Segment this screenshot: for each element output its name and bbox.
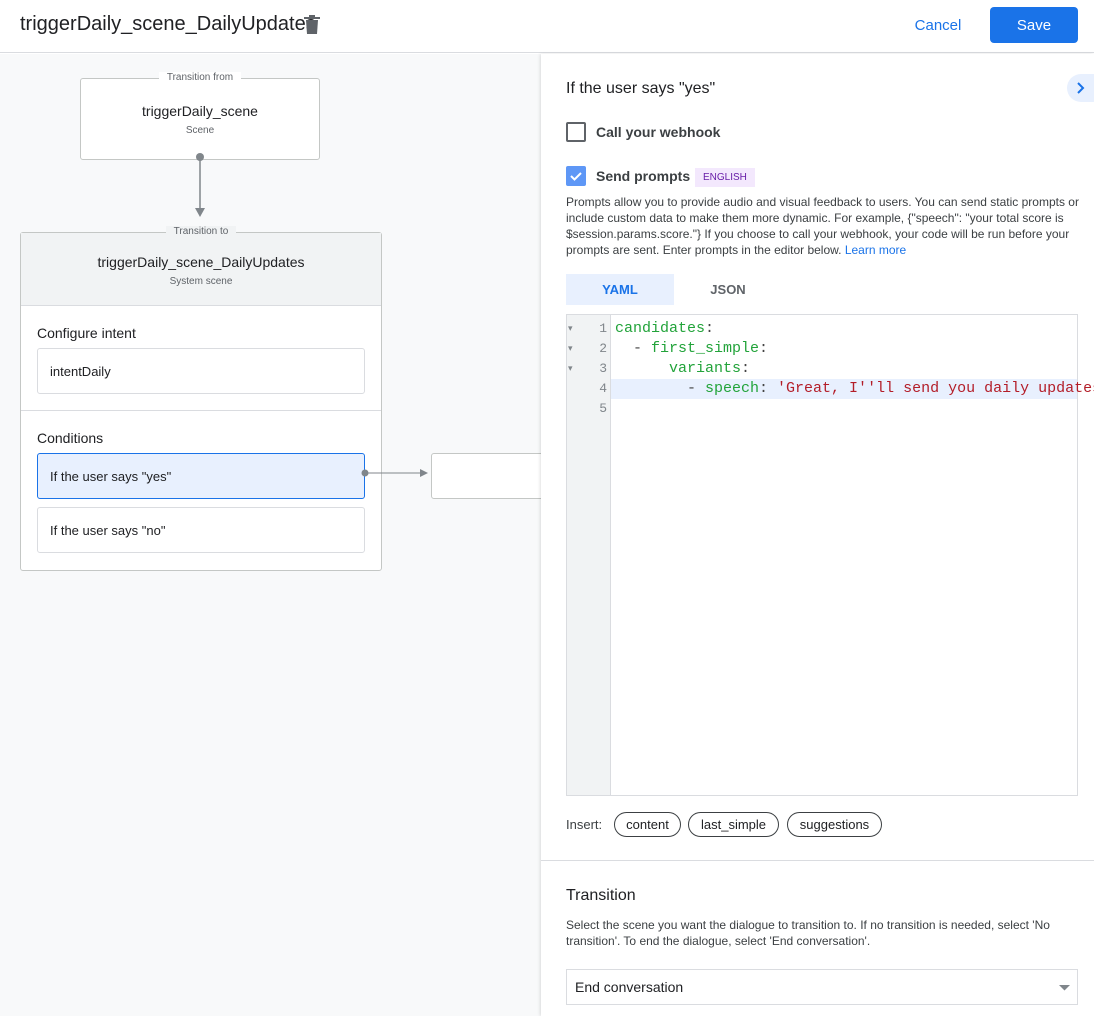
code-line[interactable]: ▾ 2 - first_simple: <box>567 339 1077 359</box>
configure-intent-label: Configure intent <box>37 325 136 341</box>
side-panel <box>541 54 1094 1016</box>
line-number: 1 <box>599 321 607 336</box>
prompts-description: Prompts allow you to provide audio and v… <box>566 194 1081 258</box>
divider <box>541 860 1094 861</box>
page-title: triggerDaily_scene_DailyUpdates <box>20 13 316 35</box>
condition-yes[interactable]: If the user says "yes" <box>37 453 365 499</box>
check-icon <box>570 172 582 181</box>
node-type: System scene <box>169 276 233 287</box>
code-key: speech <box>705 380 760 397</box>
condition-connector <box>361 469 428 477</box>
code-indent <box>615 360 669 377</box>
target-node[interactable] <box>431 453 551 499</box>
tab-yaml[interactable]: YAML <box>566 274 674 305</box>
line-number: 3 <box>599 361 607 376</box>
cancel-button[interactable]: Cancel <box>900 8 976 42</box>
code-key: first_simple <box>651 340 760 357</box>
tab-json[interactable]: JSON <box>710 282 746 297</box>
learn-more-link[interactable]: Learn more <box>844 243 907 257</box>
transition-select[interactable]: End conversation <box>566 969 1078 1005</box>
transition-to-node: Transition to triggerDaily_scene_DailyUp… <box>20 226 382 571</box>
transition-description: Select the scene you want the dialogue t… <box>566 918 1050 948</box>
code-key: variants <box>669 360 742 377</box>
language-badge: ENGLISH <box>695 168 755 187</box>
code-colon: : <box>759 380 769 397</box>
code-indent: - <box>615 380 706 397</box>
save-button[interactable]: Save <box>990 7 1078 43</box>
conditions-label: Conditions <box>37 430 104 446</box>
insert-chip-last-simple[interactable]: last_simple <box>688 812 779 837</box>
prompts-checkbox[interactable] <box>566 166 586 186</box>
trash-icon[interactable] <box>303 15 321 35</box>
connector-arrow <box>195 153 205 217</box>
top-bar: triggerDaily_scene_DailyUpdates Cancel S… <box>0 0 1094 53</box>
code-line[interactable]: ▾ 1 candidates: <box>567 319 1077 339</box>
description-text: Prompts allow you to provide audio and v… <box>566 195 1079 257</box>
code-editor[interactable]: ▾ 1 candidates: ▾ 2 - first_simple: ▾ 3 varian… <box>566 314 1094 796</box>
webhook-checkbox[interactable] <box>566 122 586 142</box>
chevron-right-icon <box>1077 82 1085 94</box>
line-number: 4 <box>599 381 607 396</box>
node-name: triggerDaily_scene <box>142 103 258 119</box>
node-type: Scene <box>185 125 215 136</box>
node-name: triggerDaily_scene_DailyUpdates <box>97 254 305 270</box>
code-colon: : <box>741 360 751 377</box>
transition-selected-value: End conversation <box>575 979 684 995</box>
panel-title: If the user says "yes" <box>566 80 716 97</box>
fold-arrow-icon: ▾ <box>568 344 573 354</box>
code-colon: : <box>759 340 769 357</box>
code-line[interactable]: 5 <box>567 399 1077 419</box>
fold-arrow-icon: ▾ <box>568 364 573 374</box>
fold-arrow-icon: ▾ <box>568 324 573 334</box>
transition-title: Transition <box>566 887 636 904</box>
condition-no[interactable]: If the user says "no" <box>37 507 365 553</box>
code-colon: : <box>705 320 715 337</box>
node-legend: Transition to <box>165 226 237 237</box>
insert-label: Insert: <box>566 817 603 832</box>
collapse-panel-button[interactable] <box>1067 74 1094 102</box>
line-number: 2 <box>599 341 607 356</box>
prompts-label: Send prompts <box>596 168 691 184</box>
insert-chip-suggestions[interactable]: suggestions <box>787 812 882 837</box>
code-string: 'Great, I''ll send you daily updates. <box>768 380 1094 397</box>
code-line[interactable]: 4 - speech: 'Great, I''ll send you daily… <box>599 379 1094 399</box>
insert-chip-content[interactable]: content <box>614 812 681 837</box>
webhook-label: Call your webhook <box>596 124 721 140</box>
transition-from-node[interactable]: Transition from triggerDaily_scene Scene <box>80 72 320 160</box>
dropdown-arrow-icon <box>1059 985 1070 991</box>
code-indent: - <box>615 340 652 357</box>
code-line[interactable]: ▾ 3 variants: <box>567 359 1077 379</box>
node-legend: Transition from <box>158 72 242 83</box>
line-number: 5 <box>599 401 607 416</box>
code-key: candidates <box>615 320 706 337</box>
intent-item[interactable]: intentDaily <box>37 348 365 394</box>
